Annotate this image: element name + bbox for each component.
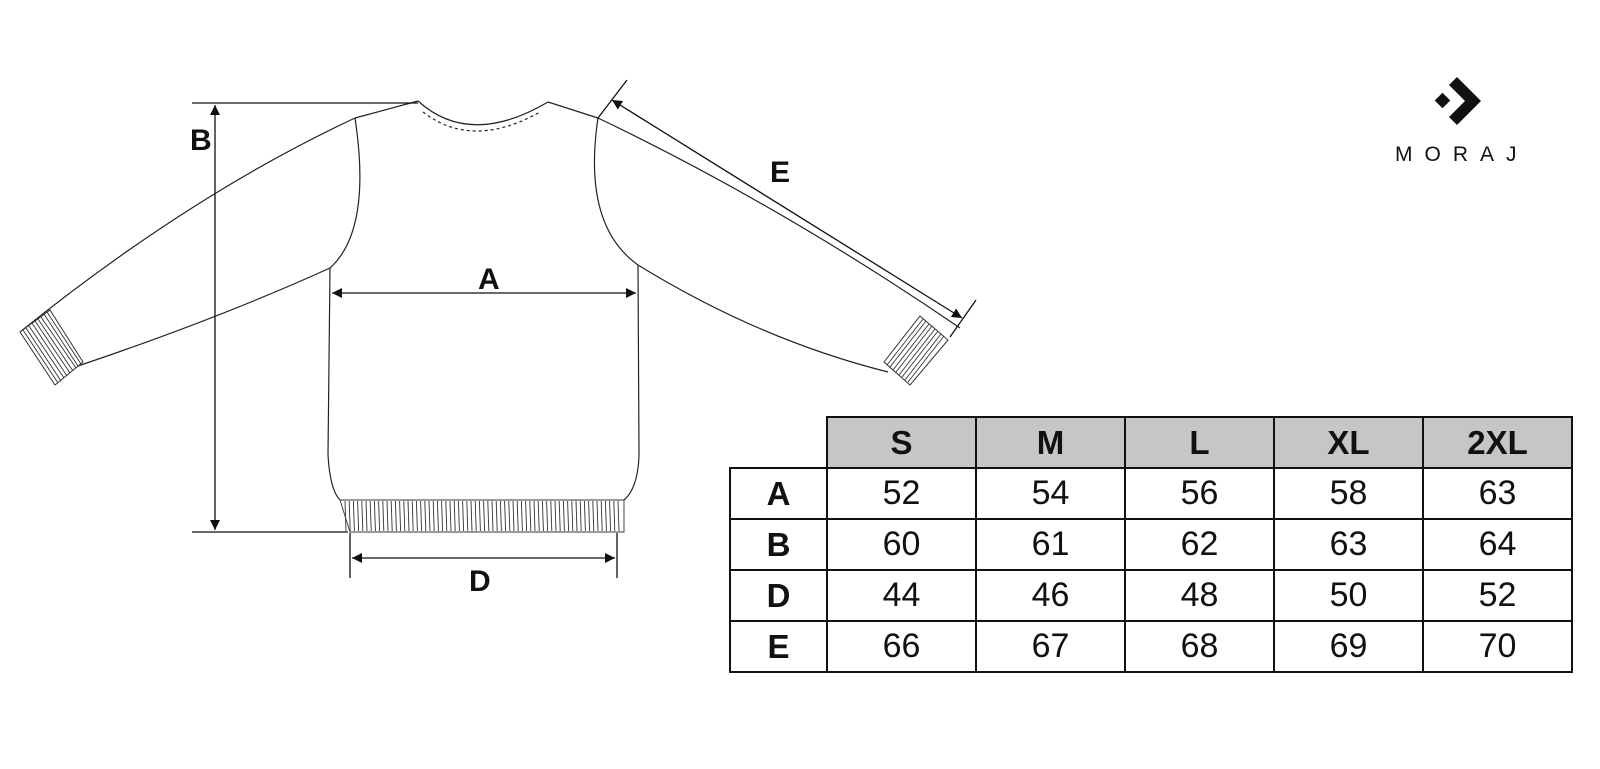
size-header-2xl: 2XL xyxy=(1422,416,1573,469)
table-cell: 52 xyxy=(826,467,977,520)
brand-name: MORAJ xyxy=(1395,143,1529,166)
table-cell: 64 xyxy=(1422,518,1573,571)
table-cell: 67 xyxy=(975,620,1126,673)
dim-label-a: A xyxy=(478,263,500,296)
table-cell: 61 xyxy=(975,518,1126,571)
brand-logo-icon xyxy=(1434,77,1481,125)
table-cell: 70 xyxy=(1422,620,1573,673)
table-cell: 63 xyxy=(1422,467,1573,520)
table-cell: 44 xyxy=(826,569,977,622)
table-cell: 63 xyxy=(1273,518,1424,571)
size-header-l: L xyxy=(1124,416,1275,469)
table-cell: 62 xyxy=(1124,518,1275,571)
table-cell: 46 xyxy=(975,569,1126,622)
table-cell: 56 xyxy=(1124,467,1275,520)
row-label: B xyxy=(729,518,828,571)
table-cell: 50 xyxy=(1273,569,1424,622)
dimension-lines xyxy=(192,79,977,578)
hem-band xyxy=(339,499,625,533)
table-cell: 48 xyxy=(1124,569,1275,622)
table-cell: 66 xyxy=(826,620,977,673)
dim-label-b: B xyxy=(190,124,212,157)
size-header-m: M xyxy=(975,416,1126,469)
table-cell: 58 xyxy=(1273,467,1424,520)
size-header-xl: XL xyxy=(1273,416,1424,469)
row-label: D xyxy=(729,569,828,622)
row-label: A xyxy=(729,467,828,520)
table-cell: 52 xyxy=(1422,569,1573,622)
table-cell: 69 xyxy=(1273,620,1424,673)
dim-line-e xyxy=(611,99,963,319)
right-cuff xyxy=(883,315,949,386)
table-cell: 60 xyxy=(826,518,977,571)
left-cuff xyxy=(19,309,84,386)
table-corner xyxy=(730,417,827,468)
size-header-s: S xyxy=(826,416,977,469)
table-cell: 68 xyxy=(1124,620,1275,673)
dim-label-e: E xyxy=(770,156,791,189)
row-label: E xyxy=(729,620,828,673)
dim-label-d: D xyxy=(469,565,491,598)
table-cell: 54 xyxy=(975,467,1126,520)
